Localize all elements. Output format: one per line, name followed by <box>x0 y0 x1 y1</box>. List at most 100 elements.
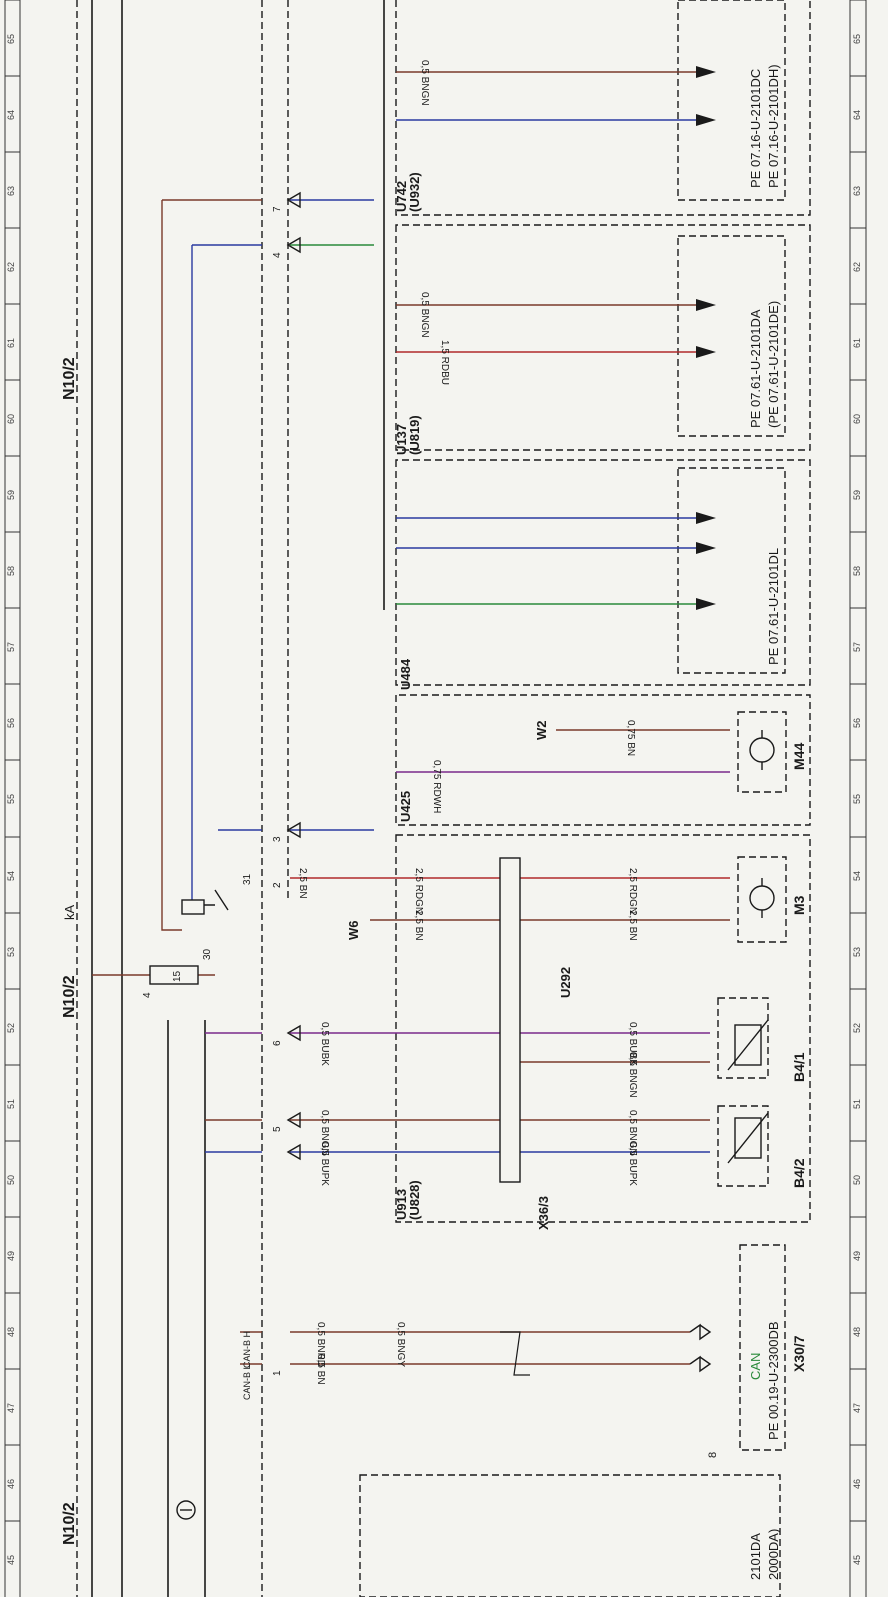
ruler-number: 55 <box>852 794 862 804</box>
pin-8: 8 <box>707 1452 719 1458</box>
wire-bn-25-a: 2,5 BN <box>297 868 308 899</box>
label-u742: U742 <box>394 181 409 212</box>
ruler-number: 54 <box>6 871 16 881</box>
ruler-number: 65 <box>6 34 16 44</box>
ruler-number: 53 <box>6 947 16 957</box>
label-n10-2-bottom: N10/2 <box>61 1502 78 1545</box>
ruler-number: 48 <box>6 1327 16 1337</box>
motor-m44-symbol <box>749 730 775 770</box>
ground-symbol <box>176 1500 196 1520</box>
wire-bn-05: 0,5 BN <box>315 1354 326 1385</box>
ruler-number: 46 <box>852 1479 862 1489</box>
ref-u742-2: PE 07.16-U-2101DH) <box>766 64 781 188</box>
ref-bottom-1: 2101DA <box>748 1533 763 1580</box>
ruler-number: 51 <box>6 1099 16 1109</box>
wire-bngn-a: 0,5 BNGN <box>319 1110 330 1156</box>
ruler-number: 50 <box>6 1175 16 1185</box>
label-b4-1: B4/1 <box>791 1052 807 1082</box>
pin-6: 6 <box>272 1040 283 1046</box>
dashed-borders <box>76 0 811 1597</box>
fuse <box>149 965 199 985</box>
wire-bn-25-b: 2,5 BN <box>413 910 424 941</box>
ruler-right <box>849 0 867 1597</box>
label-u742-alt: (U932) <box>407 172 422 212</box>
connector-x36-3 <box>499 857 521 1183</box>
ruler-number: 54 <box>852 871 862 881</box>
text-layer: N10/2 N10/2 N10/2 kA U742 (U932) U137 (U… <box>61 60 807 1580</box>
label-x30-7: X30/7 <box>791 1335 807 1372</box>
label-x36-3: X36/3 <box>536 1196 551 1230</box>
ruler-number: 49 <box>6 1251 16 1261</box>
label-ka: kA <box>62 905 77 921</box>
ruler-number: 64 <box>6 110 16 120</box>
wire-bupk-b: 0,5 BUPK <box>627 1142 638 1186</box>
ruler-ticks <box>5 0 866 1522</box>
label-relay-pin: 31 <box>242 873 253 885</box>
relay-contact <box>204 889 229 911</box>
ruler-number: 48 <box>852 1327 862 1337</box>
ruler-number: 63 <box>852 186 862 196</box>
ref-bottom-2: 2000DA) <box>766 1529 781 1580</box>
ruler-number: 58 <box>852 566 862 576</box>
label-u484: U484 <box>398 658 413 690</box>
ruler-number: 49 <box>852 1251 862 1261</box>
ruler-number: 56 <box>852 718 862 728</box>
ruler-number: 57 <box>852 642 862 652</box>
pin-3: 3 <box>272 836 283 842</box>
arrowheads <box>696 66 716 610</box>
label-fuse-value: 15 <box>172 970 183 982</box>
relay-coil <box>181 899 205 915</box>
ruler-number: 62 <box>852 262 862 272</box>
wire-bnrd: 0,5 BNRD <box>315 1322 326 1367</box>
label-m44: M44 <box>791 743 807 770</box>
wire-bngy: 0,5 BNGY <box>395 1322 406 1367</box>
wire-bubk-b: 0,5 BUBK <box>627 1022 638 1066</box>
wire-bupk-a: 0,5 BUPK <box>319 1142 330 1186</box>
can-twist <box>500 1331 530 1376</box>
label-u913-alt: (U828) <box>407 1180 422 1220</box>
wire-lines <box>92 71 730 1365</box>
label-n10-2-mid: N10/2 <box>61 975 78 1018</box>
label-w2: W2 <box>534 721 549 741</box>
wire-u137-rdbu: 1,5 RDBU <box>439 340 450 385</box>
ref-u137-2: (PE 07.61-U-2101DE) <box>766 301 781 428</box>
wire-bubk-a: 0,5 BUBK <box>319 1022 330 1066</box>
ruler-number: 55 <box>6 794 16 804</box>
wire-u742-bngn: 0,5 BNGN <box>419 60 430 106</box>
ruler-number: 45 <box>6 1555 16 1565</box>
label-u137: U137 <box>394 424 409 455</box>
label-u137-alt: (U819) <box>407 415 422 455</box>
ruler-number: 59 <box>852 490 862 500</box>
pin-1: 1 <box>272 1370 283 1376</box>
ruler-number: 60 <box>6 414 16 424</box>
ref-u484-1: PE 07.61-U-2101DL <box>766 548 781 665</box>
ruler-number: 65 <box>852 34 862 44</box>
pin-2: 2 <box>272 882 283 888</box>
label-can-b-h: CAN-B H <box>242 1331 252 1368</box>
sensor-b4-1-symbol <box>727 1019 769 1071</box>
ruler-number: 47 <box>852 1403 862 1413</box>
ruler-number: 58 <box>6 566 16 576</box>
label-w6: W6 <box>346 921 361 941</box>
ruler-number: 51 <box>852 1099 862 1109</box>
label-u425: U425 <box>398 791 413 822</box>
ruler-number: 63 <box>6 186 16 196</box>
ref-can-1: PE 00.19-U-2300DB <box>766 1321 781 1440</box>
label-n10-2-top: N10/2 <box>61 357 78 400</box>
sensor-b4-2-symbol <box>727 1112 769 1164</box>
ruler-number: 52 <box>852 1023 862 1033</box>
ruler-number: 50 <box>852 1175 862 1185</box>
wire-m44-rdwh: 0,75 RDWH <box>431 760 442 813</box>
ruler-number: 64 <box>852 110 862 120</box>
ruler-number: 53 <box>852 947 862 957</box>
pin-7: 7 <box>272 206 283 212</box>
ruler-number: 47 <box>6 1403 16 1413</box>
wire-rdgn-25-a: 2,5 RDGN <box>413 868 424 914</box>
ruler-number: 56 <box>6 718 16 728</box>
label-b4-2: B4/2 <box>791 1158 807 1188</box>
ruler-number: 52 <box>6 1023 16 1033</box>
bus-lines <box>91 0 385 1597</box>
wire-bngn-c: 0,5 BNGN <box>627 1052 638 1098</box>
